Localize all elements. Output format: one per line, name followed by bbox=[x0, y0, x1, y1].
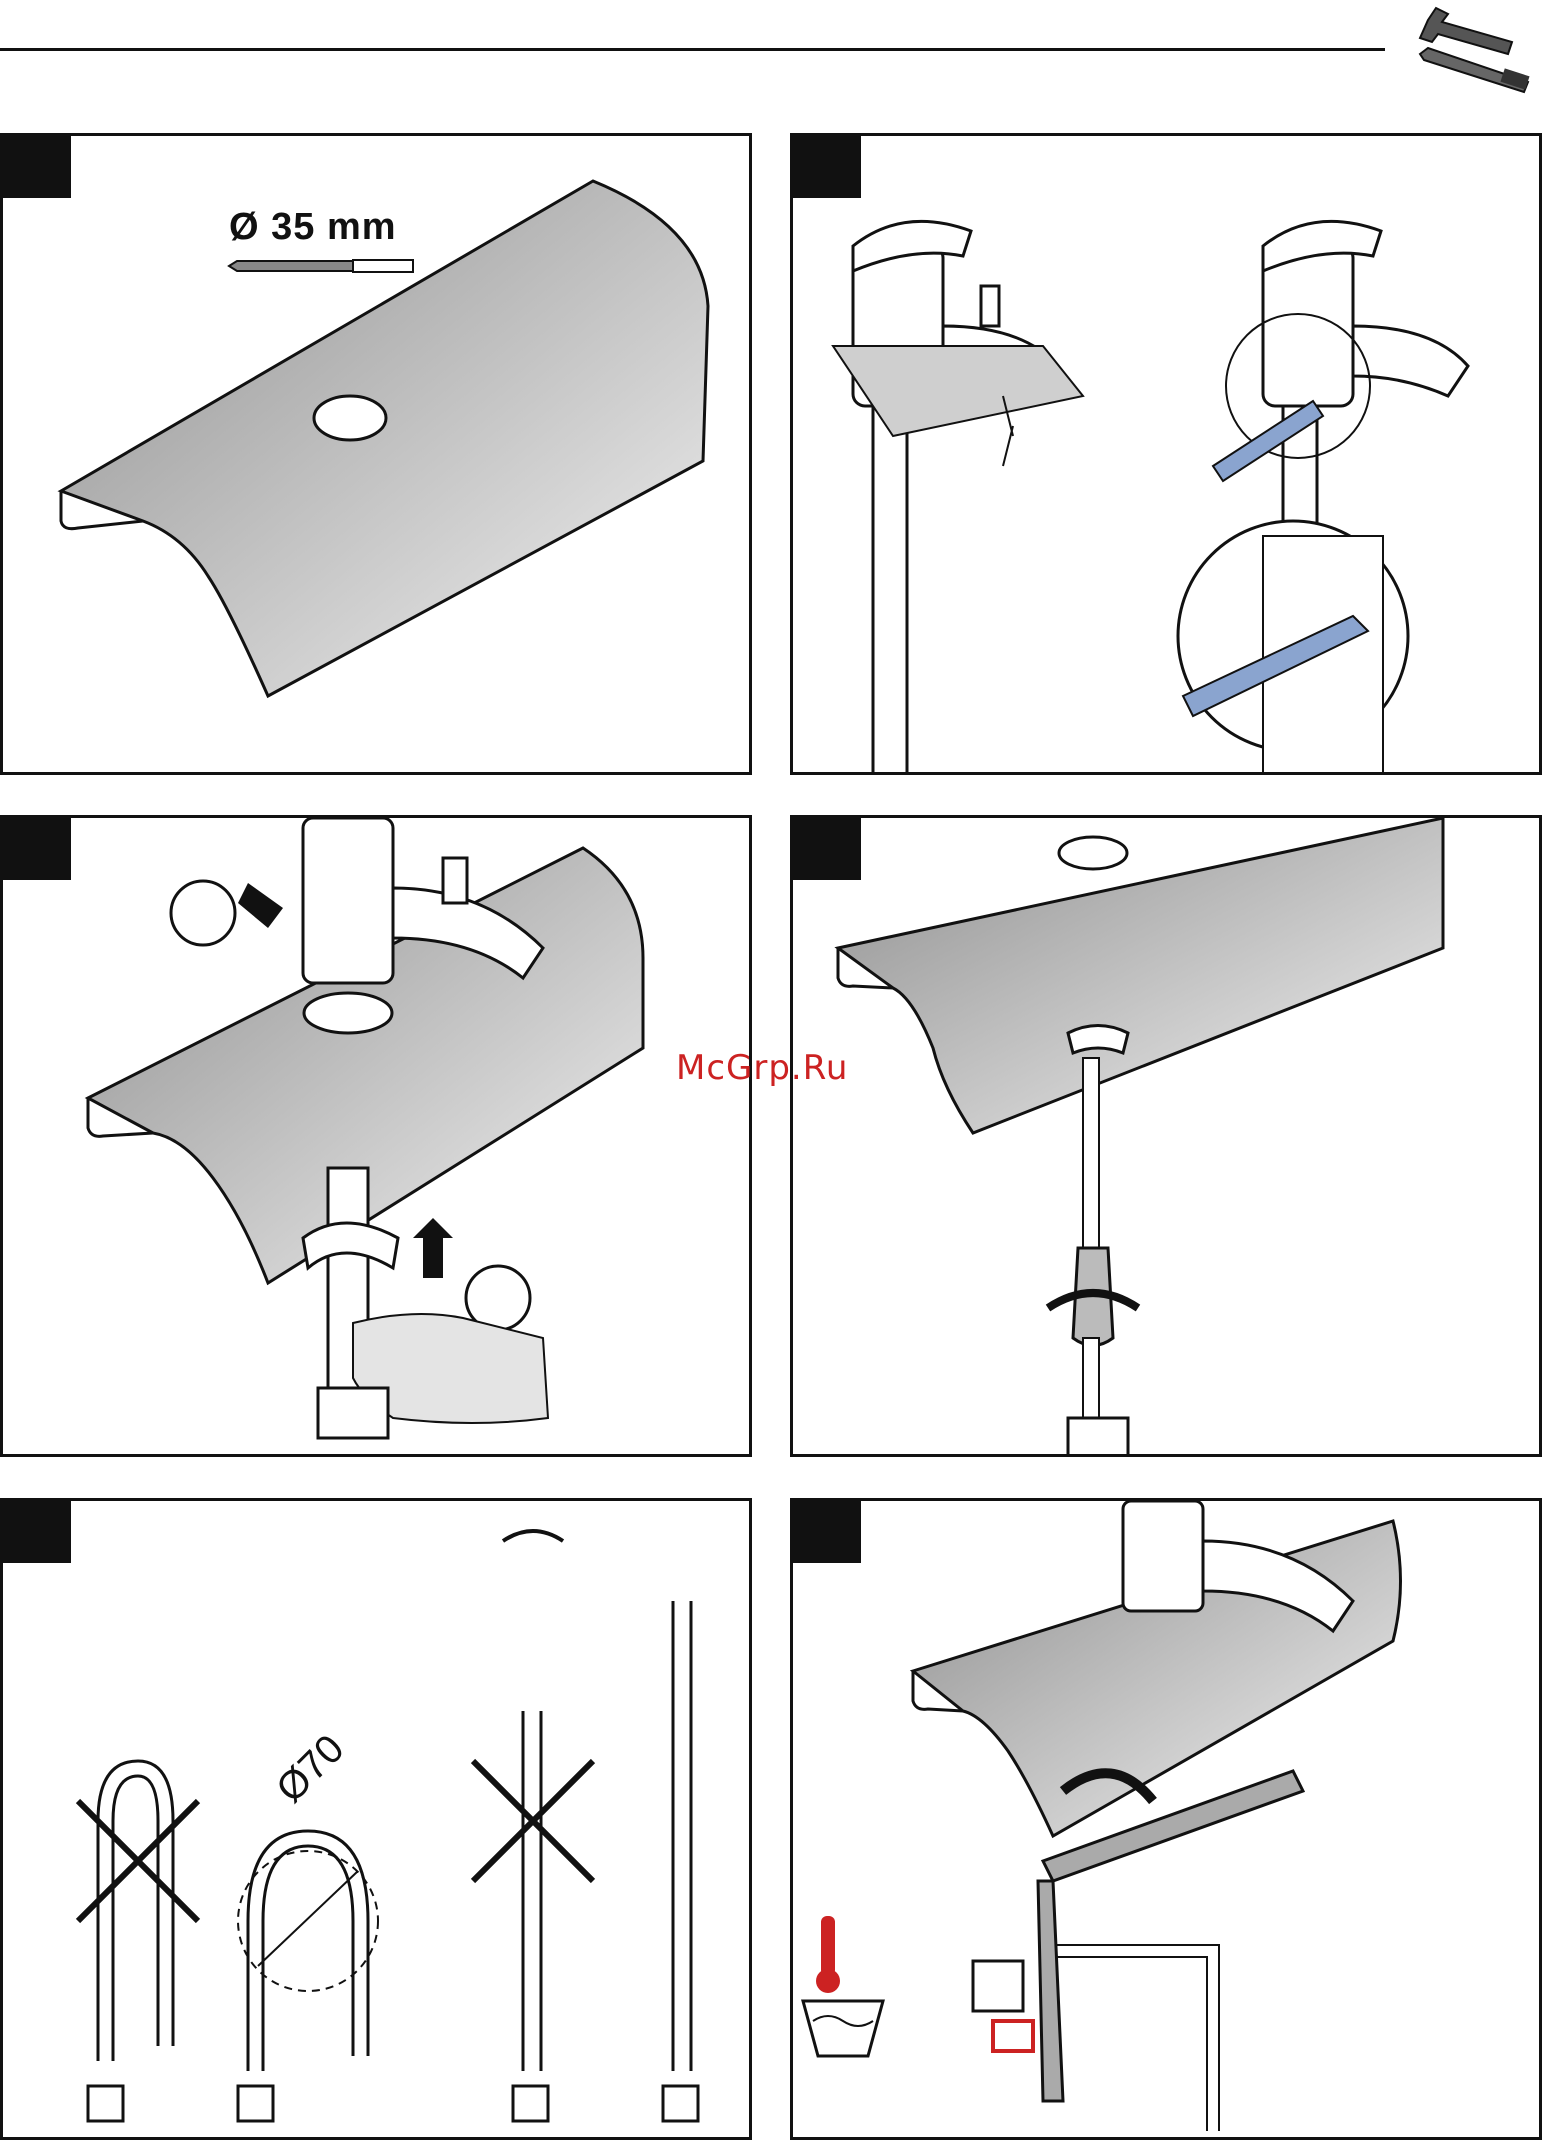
hose-icon bbox=[98, 1601, 691, 2071]
panel-connect-wrench bbox=[790, 1498, 1542, 2140]
watermark: McGrp.Ru bbox=[676, 1048, 848, 1088]
seal-check-illustration bbox=[793, 136, 1542, 775]
drill-bit-icon bbox=[229, 260, 413, 272]
wrench-screwdriver-icon bbox=[1410, 2, 1542, 97]
insert-fix-illustration bbox=[3, 818, 752, 1457]
panel-tighten-screwdriver bbox=[790, 815, 1542, 1457]
hose-bending-illustration bbox=[3, 1501, 752, 2140]
connect-wrench-illustration bbox=[793, 1501, 1542, 2140]
header-rule bbox=[0, 48, 1385, 51]
faucet-icon bbox=[853, 221, 1058, 775]
tighten-screwdriver-illustration bbox=[793, 818, 1542, 1457]
panel-insert-fix bbox=[0, 815, 752, 1457]
thermometer-hot-icon bbox=[803, 1916, 883, 2056]
panel-seal-check bbox=[790, 133, 1542, 775]
panel-drill-hole: Ø 35 mm bbox=[0, 133, 752, 775]
panel-hose-bending bbox=[0, 1498, 752, 2140]
drill-hole-illustration bbox=[3, 136, 752, 775]
screwdriver-icon bbox=[1073, 1058, 1113, 1346]
